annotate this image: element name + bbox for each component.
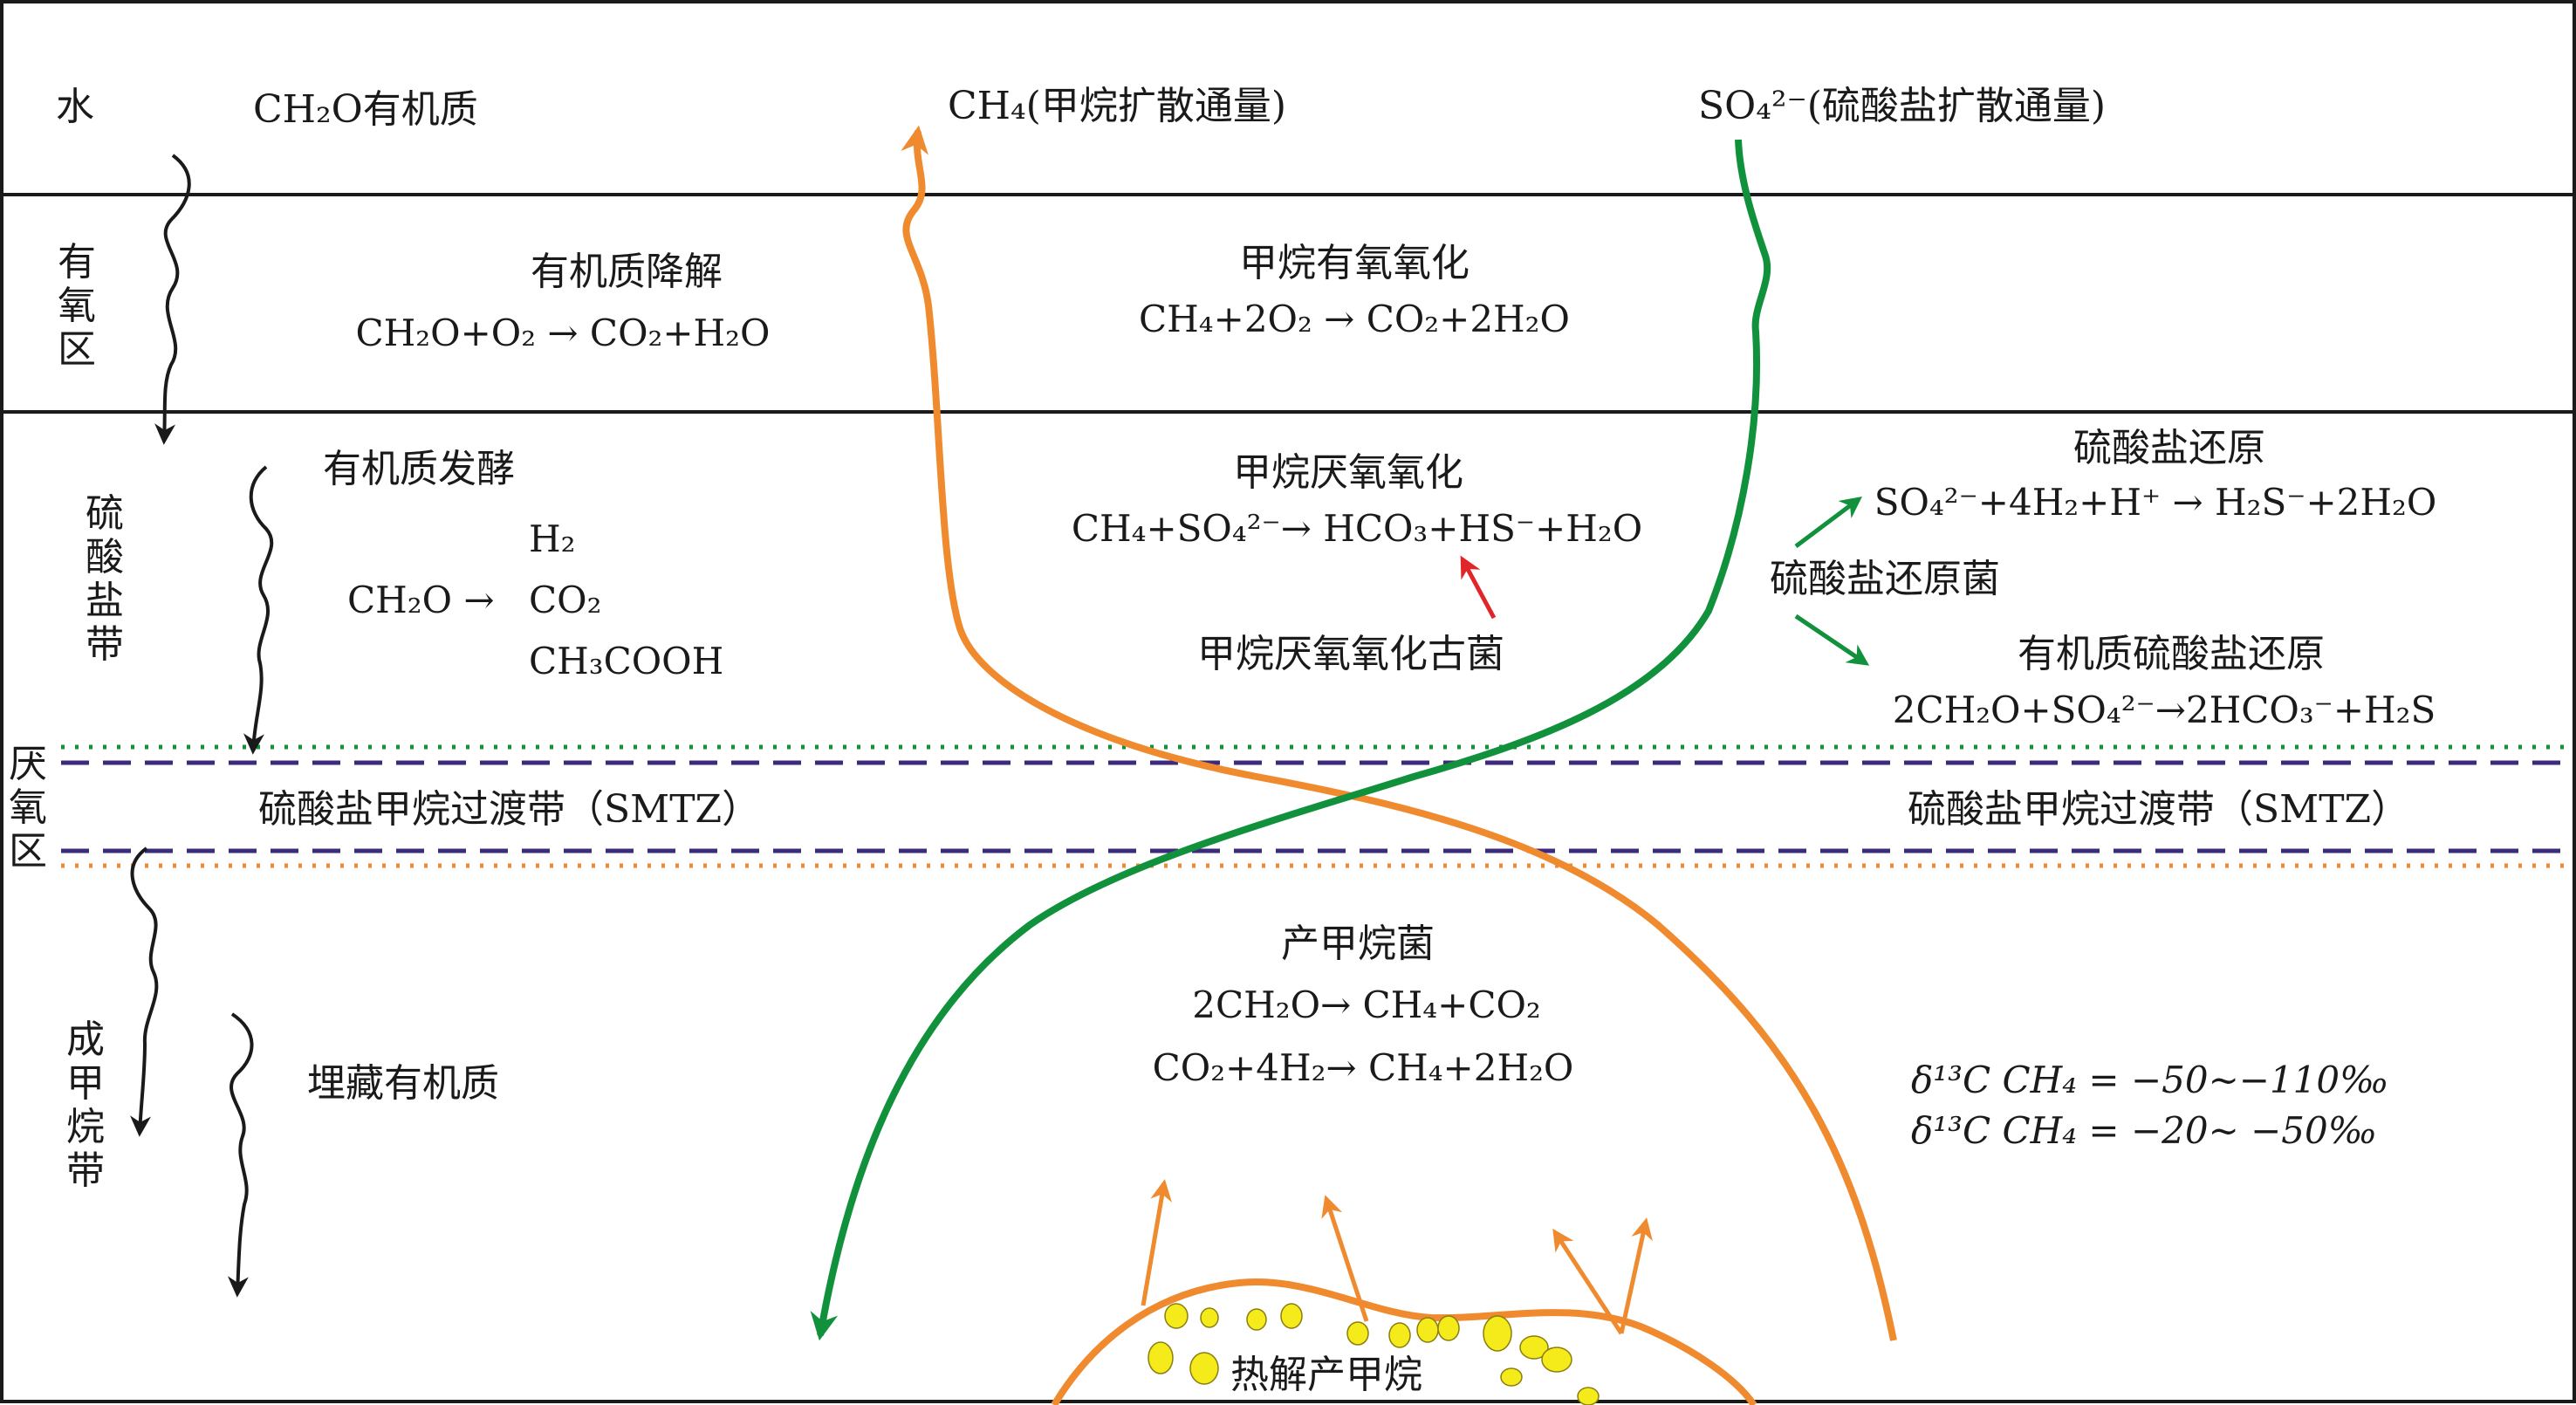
gas-bubble: [1164, 1303, 1189, 1329]
delta13c-thermogenic: δ¹³C CH₄ = −20~ −50‰: [1911, 1109, 2377, 1152]
thermo-release-arrow-2: [1321, 1195, 1369, 1322]
fermentation-title: 有机质发酵: [323, 447, 515, 491]
aom-title: 甲烷厌氧氧化: [1233, 450, 1463, 495]
zone-anoxic-label-1: 厌: [9, 742, 47, 786]
srb-to-sr-arrow: [1794, 497, 1862, 548]
om-sulfate-reduction-equation: 2CH₂O+SO₄²⁻→2HCO₃⁻+H₂S: [1893, 689, 2436, 731]
thermogenic-reservoir: [1051, 1278, 1757, 1405]
methanogens-title: 产甲烷菌: [1281, 922, 1435, 966]
gas-bubble: [1541, 1347, 1572, 1373]
thermo-release-arrow-4: [1619, 1217, 1653, 1334]
gas-bubbles: [1148, 1303, 1600, 1405]
thermo-release-arrow-3: [1552, 1228, 1624, 1335]
gas-bubble: [1577, 1387, 1600, 1405]
zone-sulfate-label-3: 盐: [86, 579, 124, 623]
zone-methanogenic-label-1: 成: [66, 1018, 105, 1062]
zone-sulfate-label-4: 带: [86, 622, 124, 667]
thermogenic-methane-label: 热解产甲烷: [1230, 1353, 1422, 1397]
zone-anoxic-label-3: 区: [9, 829, 47, 874]
smtz-label-right: 硫酸盐甲烷过渡带（SMTZ）: [1908, 787, 2409, 832]
srb-to-om-sr-arrow: [1794, 613, 1870, 666]
methane-flux-curve: [901, 125, 1897, 1341]
sulfate-flux-curve: [810, 139, 1771, 1341]
zone-oxic-label-3: 区: [58, 327, 96, 372]
gas-bubble: [1200, 1307, 1219, 1328]
ch4-aerobic-equation: CH₄+2O₂ → CO₂+2H₂O: [1139, 298, 1570, 340]
delta13c-biogenic: δ¹³C CH₄ = −50~−110‰: [1911, 1059, 2388, 1101]
thermo-release-arrow-1: [1141, 1179, 1172, 1306]
gas-bubble: [1148, 1341, 1174, 1374]
om-sink-arrow-4: [227, 1012, 254, 1298]
srb-label: 硫酸盐还原菌: [1770, 557, 2000, 601]
buried-organic-matter: 埋藏有机质: [307, 1061, 499, 1106]
gas-bubble: [1346, 1321, 1369, 1346]
om-degradation-equation: CH₂O+O₂ → CO₂+H₂O: [356, 312, 771, 354]
top-organic-matter: CH₂O有机质: [253, 87, 478, 132]
top-methane-flux: CH₄(甲烷扩散通量): [948, 84, 1286, 128]
zone-methanogenic-label-3: 烷: [66, 1105, 105, 1149]
gas-bubble: [1388, 1322, 1411, 1348]
zone-oxic-label-1: 有: [58, 240, 96, 284]
fermentation-h2: H₂: [529, 517, 575, 560]
fermentation-co2: CO₂: [529, 579, 601, 621]
gas-bubble: [1416, 1317, 1439, 1343]
smtz-label-left: 硫酸盐甲烷过渡带（SMTZ）: [258, 787, 760, 832]
methanogenesis-equation-1: 2CH₂O→ CH₄+CO₂: [1192, 984, 1541, 1026]
gas-bubble: [1189, 1352, 1219, 1385]
aom-equation: CH₄+SO₄²⁻→ HCO₃+HS⁻+H₂O: [1072, 507, 1642, 550]
om-sink-arrow-3: [130, 846, 159, 1137]
ch4-aerobic-title: 甲烷有氧氧化: [1239, 241, 1470, 285]
gas-bubble: [1500, 1367, 1523, 1387]
sulfate-reduction-title: 硫酸盐还原: [2073, 426, 2265, 470]
archaea-to-aom-arrow: [1460, 555, 1497, 620]
om-sink-arrow-2: [243, 465, 274, 755]
gas-bubble: [1280, 1303, 1303, 1329]
fermentation-acetic-acid: CH₃COOH: [529, 640, 723, 682]
sulfate-reduction-equation: SO₄²⁻+4H₂+H⁺ → H₂S⁻+2H₂O: [1874, 481, 2437, 524]
gas-bubble: [1519, 1335, 1549, 1360]
zone-sulfate-label-1: 硫: [86, 491, 124, 536]
top-sulfate-flux: SO₄²⁻(硫酸盐扩散通量): [1698, 84, 2106, 128]
aom-archaea-label: 甲烷厌氧氧化古菌: [1197, 632, 1504, 676]
zone-anoxic-label-2: 氧: [9, 785, 47, 830]
gas-bubble: [1437, 1315, 1460, 1341]
zone-water-label: 水: [56, 85, 94, 129]
zone-methanogenic-label-2: 甲: [66, 1061, 105, 1106]
methanogenesis-equation-2: CO₂+4H₂→ CH₄+2H₂O: [1153, 1046, 1574, 1089]
zone-oxic-label-2: 氧: [58, 284, 96, 328]
fermentation-ch2o: CH₂O →: [347, 579, 495, 621]
om-sulfate-reduction-title: 有机质硫酸盐还原: [2018, 632, 2325, 676]
om-sink-arrow-1: [154, 154, 191, 445]
zone-methanogenic-label-4: 带: [66, 1148, 105, 1193]
gas-bubble: [1483, 1315, 1512, 1352]
gas-bubble: [1246, 1308, 1267, 1331]
zone-sulfate-label-2: 酸: [86, 535, 124, 579]
om-degradation-title: 有机质降解: [531, 250, 723, 294]
